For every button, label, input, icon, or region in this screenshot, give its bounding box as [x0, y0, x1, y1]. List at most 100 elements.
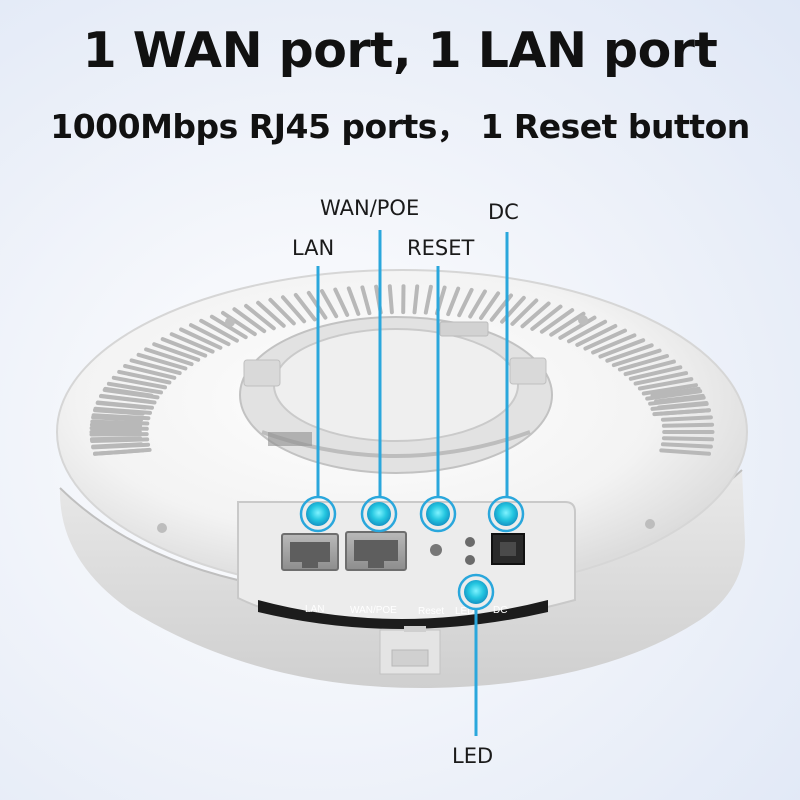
- lan-port[interactable]: [281, 533, 339, 571]
- marker-dc: [487, 495, 525, 533]
- vent-slot: [657, 401, 709, 410]
- marker-lan: [299, 495, 337, 533]
- vent-slot: [129, 358, 182, 376]
- vent-slot: [103, 386, 154, 398]
- vent-slot: [633, 371, 689, 386]
- vent-slot: [89, 422, 143, 428]
- marker-wan-poe: [360, 495, 398, 533]
- vent-slot: [654, 393, 705, 404]
- vent-slot: [221, 310, 257, 337]
- vent-slot: [93, 408, 145, 416]
- vent-slot: [244, 303, 276, 331]
- port-markers: [299, 495, 525, 611]
- callout-label-wan-poe: WAN/POE: [320, 196, 420, 220]
- vent-slot: [637, 377, 694, 391]
- mounting-bracket: [239, 316, 553, 474]
- led-hole-upper: [465, 537, 475, 547]
- panel-label-wan-poe: WAN/POE: [350, 605, 397, 616]
- callout-label-reset: RESET: [407, 236, 475, 260]
- vent-slot: [387, 284, 394, 315]
- vent-slot: [91, 442, 144, 449]
- vent-slot: [293, 293, 317, 322]
- vent-slot: [320, 289, 339, 319]
- vent-slot: [209, 314, 248, 340]
- vent-slot: [136, 352, 188, 371]
- vent-slot: [575, 324, 618, 347]
- vent-slot: [510, 298, 539, 326]
- marker-led: [457, 573, 495, 611]
- vent-slot: [89, 436, 143, 442]
- vent-slot: [591, 333, 637, 355]
- headline-title: 1 WAN port, 1 LAN port: [82, 22, 718, 79]
- vent-slot: [117, 369, 172, 385]
- vent-slot: [611, 348, 662, 368]
- vent-slot: [169, 332, 215, 354]
- vent-slot: [199, 318, 239, 343]
- vent-slot: [598, 338, 646, 359]
- callout-label-lan: LAN: [292, 236, 335, 260]
- vent-slot: [446, 286, 461, 317]
- panel-label-led: LED: [455, 606, 474, 617]
- vent-slot: [623, 359, 676, 377]
- vent-slot: [660, 415, 713, 422]
- wan-poe-port[interactable]: [345, 531, 407, 571]
- callout-label-led: LED: [452, 744, 494, 768]
- ventilation-slots: [89, 284, 715, 456]
- vent-slot: [520, 301, 551, 329]
- vent-slot: [661, 436, 715, 442]
- vent-slot: [641, 383, 698, 396]
- vent-slot: [468, 289, 487, 319]
- vent-slot: [661, 422, 715, 428]
- vent-slot: [567, 319, 608, 344]
- panel-label-lan: LAN: [305, 604, 324, 615]
- dc-power-jack[interactable]: [491, 533, 525, 565]
- vent-slot: [232, 307, 267, 334]
- vent-slot: [659, 448, 711, 456]
- vent-slot: [91, 415, 144, 422]
- vent-slot: [99, 393, 150, 404]
- panel-label-reset: Reset: [418, 606, 444, 617]
- vent-slot: [89, 426, 149, 431]
- vent-slot: [583, 328, 627, 351]
- vent-slot: [123, 364, 177, 380]
- callout-lines: [316, 230, 509, 736]
- cable-clip: [379, 626, 441, 675]
- callout-label-dc: DC: [488, 200, 519, 224]
- vent-slot: [423, 284, 433, 315]
- vent-slot: [281, 295, 307, 324]
- vent-slot: [93, 448, 145, 456]
- vent-slot: [530, 304, 563, 331]
- port-panel: LAN WAN/POE Reset LED DC: [237, 501, 576, 630]
- vent-slot: [645, 389, 703, 401]
- vent-slot: [412, 284, 420, 315]
- vent-slot: [457, 287, 474, 318]
- vent-slot: [90, 419, 150, 426]
- vent-slot: [659, 408, 711, 416]
- led-hole-lower: [465, 555, 475, 565]
- vent-slot: [617, 354, 669, 372]
- vent-slot: [179, 327, 223, 350]
- headline-subtitle: 1000Mbps RJ45 ports， 1 Reset button: [50, 107, 750, 146]
- vent-slot: [605, 343, 654, 363]
- vent-slot: [628, 365, 683, 381]
- vent-slot: [346, 286, 361, 316]
- vent-slot: [479, 291, 501, 320]
- panel-label-dc: DC: [493, 605, 507, 616]
- vent-slot: [333, 287, 350, 317]
- reset-button-hole[interactable]: [430, 544, 442, 556]
- vent-slot: [160, 337, 208, 358]
- vent-slot: [111, 375, 167, 390]
- vent-slot: [256, 300, 286, 328]
- vent-slot: [95, 401, 147, 410]
- vent-slot: [268, 297, 296, 326]
- vent-slot: [539, 308, 575, 334]
- vent-slot: [660, 442, 713, 449]
- vent-slot: [650, 386, 701, 398]
- vent-slot: [152, 342, 201, 362]
- vent-slot: [558, 315, 597, 340]
- vent-slot: [360, 285, 372, 316]
- vent-slot: [549, 311, 586, 337]
- marker-reset: [419, 495, 457, 533]
